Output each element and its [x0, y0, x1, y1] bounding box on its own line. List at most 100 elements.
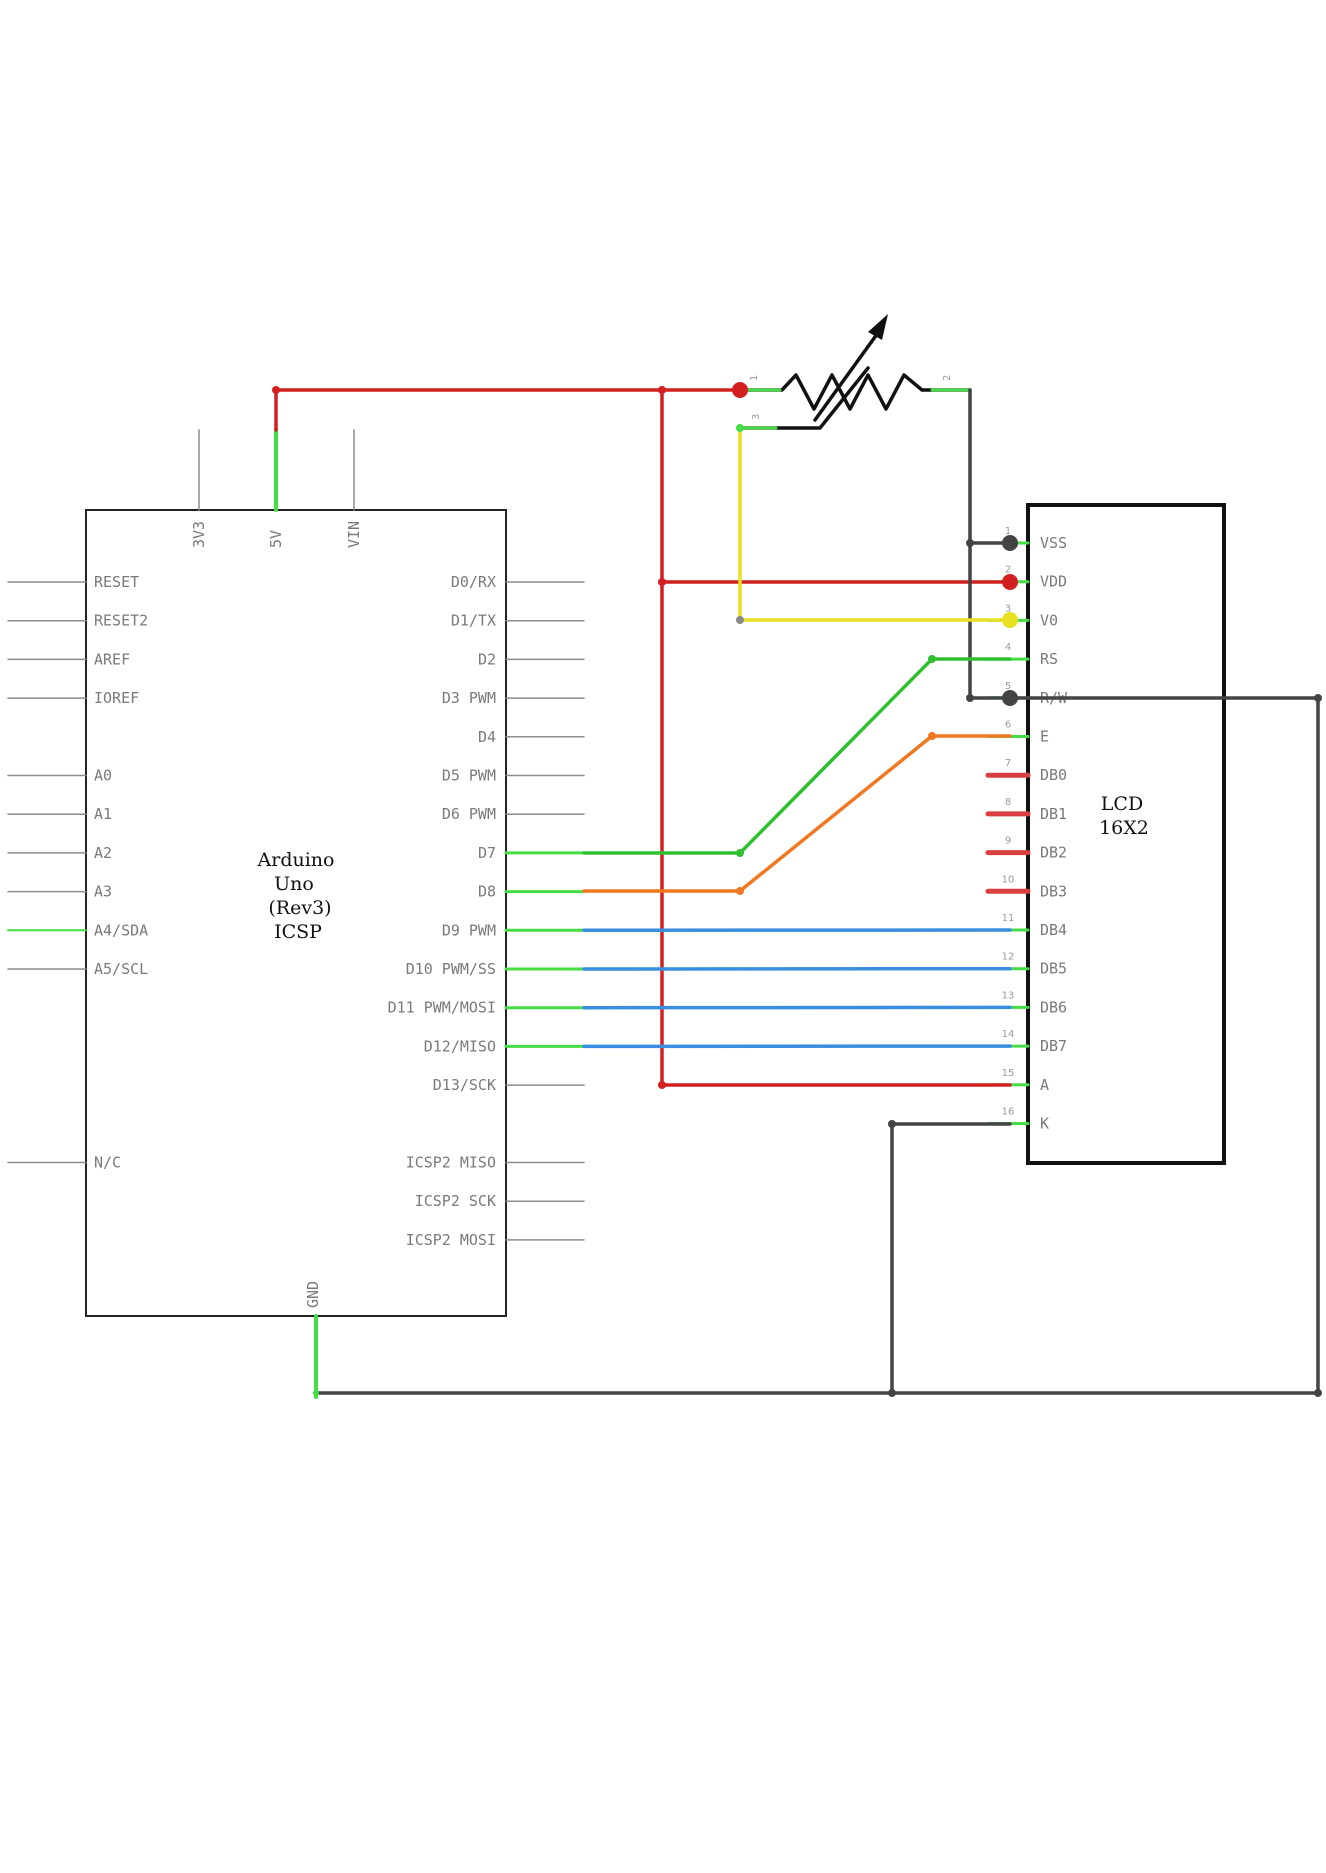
wire-5v	[274, 388, 742, 432]
arduino-title-line: Arduino	[257, 849, 335, 871]
wire-junction	[888, 1389, 896, 1397]
arduino-title-line: ICSP	[274, 921, 322, 943]
wire-junction	[928, 732, 936, 740]
lcd-pin-number: 4	[1005, 642, 1011, 653]
arduino-right-pin-label: ICSP2 MISO	[406, 1154, 496, 1172]
arduino-right-pin-label: ICSP2 MOSI	[406, 1231, 496, 1249]
potentiometer-pin-label: 3	[751, 414, 762, 420]
arduino-right-pin-label: D2	[478, 650, 496, 668]
arduino-right-pin-label: D7	[478, 844, 496, 862]
arduino-right-pin-label: D11 PWM/MOSI	[388, 999, 496, 1017]
lcd-pin-label: DB2	[1040, 844, 1067, 862]
lcd-pin-label: VSS	[1040, 534, 1067, 552]
lcd-pin-number: 14	[1002, 1029, 1015, 1040]
wire-rs-d7	[582, 657, 1012, 855]
wire-junction	[732, 382, 748, 398]
lcd-vdd-junction	[1002, 574, 1018, 590]
lcd-pin-label: DB7	[1040, 1037, 1067, 1055]
wire-ground-main	[314, 696, 1320, 1395]
lcd-pin-label: E	[1040, 728, 1049, 746]
arduino-right-pin-label: ICSP2 SCK	[415, 1192, 496, 1210]
lcd-pin-label: A	[1040, 1076, 1049, 1094]
wire-junction	[1314, 694, 1322, 702]
lcd-pin-label: RS	[1040, 650, 1058, 668]
potentiometer-arrow-shaft	[813, 328, 882, 422]
wire-junction	[313, 1390, 319, 1396]
lcd-pin-label: VDD	[1040, 573, 1067, 591]
arduino-right-pin-label: D13/SCK	[433, 1076, 496, 1094]
lcd-pin-number: 16	[1002, 1107, 1015, 1118]
lcd-pin-label: V0	[1040, 611, 1058, 629]
arduino-left-pin-label: AREF	[94, 650, 130, 668]
arduino-top-pin-label: 3V3	[190, 521, 208, 548]
wire-junction	[736, 849, 744, 857]
arduino-board[interactable]	[85, 509, 507, 1317]
wire-junction	[888, 1120, 896, 1128]
arduino-right-pin-label: D1/TX	[451, 612, 496, 630]
arduino-title-line: Uno	[274, 873, 314, 895]
wire-enable-d8	[582, 734, 1012, 893]
wire-junction	[736, 887, 744, 895]
lcd-pin-label: K	[1040, 1115, 1049, 1133]
arduino-gnd-label: GND	[304, 1281, 322, 1308]
lcd-pin-number: 10	[1002, 874, 1015, 885]
wire-junction	[966, 539, 974, 547]
arduino-left-pin-label: A2	[94, 844, 112, 862]
lcd-pin-number: 11	[1002, 913, 1015, 924]
arduino-left-pin-label: IOREF	[94, 689, 139, 707]
wire-junction	[966, 694, 974, 702]
lcd-pin-label: DB6	[1040, 998, 1067, 1016]
arduino-left-pin-label: A5/SCL	[94, 960, 148, 978]
lcd-pin-label: DB5	[1040, 960, 1067, 978]
lcd-pin-number: 12	[1002, 952, 1015, 963]
arduino-left-pin-label: RESET2	[94, 612, 148, 630]
lcd-vss-junction	[1002, 535, 1018, 551]
lcd-pin-label: DB0	[1040, 766, 1067, 784]
lcd-pin-number: 3	[1005, 603, 1011, 614]
lcd-pin-number: 8	[1005, 797, 1011, 808]
wire-junction	[1314, 1389, 1322, 1397]
lcd-pin-number: 15	[1002, 1068, 1015, 1079]
potentiometer-pin-label: 1	[749, 375, 760, 381]
lcd-pin-number: 6	[1005, 720, 1011, 731]
lcd-pin-number: 5	[1005, 681, 1011, 692]
wire-junction	[928, 655, 936, 663]
arduino-right-pin-label: D10 PWM/SS	[406, 960, 496, 978]
lcd-pin-label: DB3	[1040, 882, 1067, 900]
wire-junction	[736, 616, 744, 624]
lcd-pin-number: 1	[1005, 526, 1011, 537]
wire-junction	[658, 1081, 666, 1089]
lcd-module[interactable]	[1026, 503, 1226, 1165]
arduino-left-pin-label: N/C	[94, 1154, 121, 1172]
lcd-pin-number: 2	[1005, 565, 1011, 576]
arduino-left-pin-label: A1	[94, 805, 112, 823]
arduino-top-pin-label: 5V	[267, 530, 285, 548]
wire-junction	[658, 578, 666, 586]
potentiometer-resistor	[740, 373, 972, 411]
arduino-title-line: (Rev3)	[268, 897, 331, 919]
arduino-right-pin-label: D12/MISO	[424, 1037, 496, 1055]
arduino-left-pin-label: RESET	[94, 573, 139, 591]
arduino-right-pin-label: D4	[478, 728, 496, 746]
wire-junction	[736, 424, 744, 432]
potentiometer-pin-label: 2	[942, 375, 953, 381]
lcd-pin-number: 7	[1005, 758, 1011, 769]
lcd-pin-number: 9	[1005, 836, 1011, 847]
lcd-pin-number: 13	[1002, 990, 1015, 1001]
lcd-title-line: LCD	[1101, 793, 1143, 815]
lcd-v0-junction	[1002, 612, 1018, 628]
wire-ground-k	[890, 1122, 1012, 1395]
arduino-right-pin-label: D9 PWM	[442, 921, 496, 939]
arduino-right-pin-label: D6 PWM	[442, 805, 496, 823]
arduino-right-pin-label: D0/RX	[451, 573, 496, 591]
potentiometer-arrow-head	[868, 314, 888, 340]
arduino-left-pin-label: A4/SDA	[94, 921, 148, 939]
arduino-top-pin-label: VIN	[345, 521, 363, 548]
arduino-left-pin-label: A0	[94, 767, 112, 785]
arduino-right-pin-label: D8	[478, 883, 496, 901]
arduino-right-pin-label: D5 PWM	[442, 767, 496, 785]
lcd-pin-label: DB1	[1040, 805, 1067, 823]
arduino-left-pin-label: A3	[94, 883, 112, 901]
arduino-right-pin-label: D3 PWM	[442, 689, 496, 707]
